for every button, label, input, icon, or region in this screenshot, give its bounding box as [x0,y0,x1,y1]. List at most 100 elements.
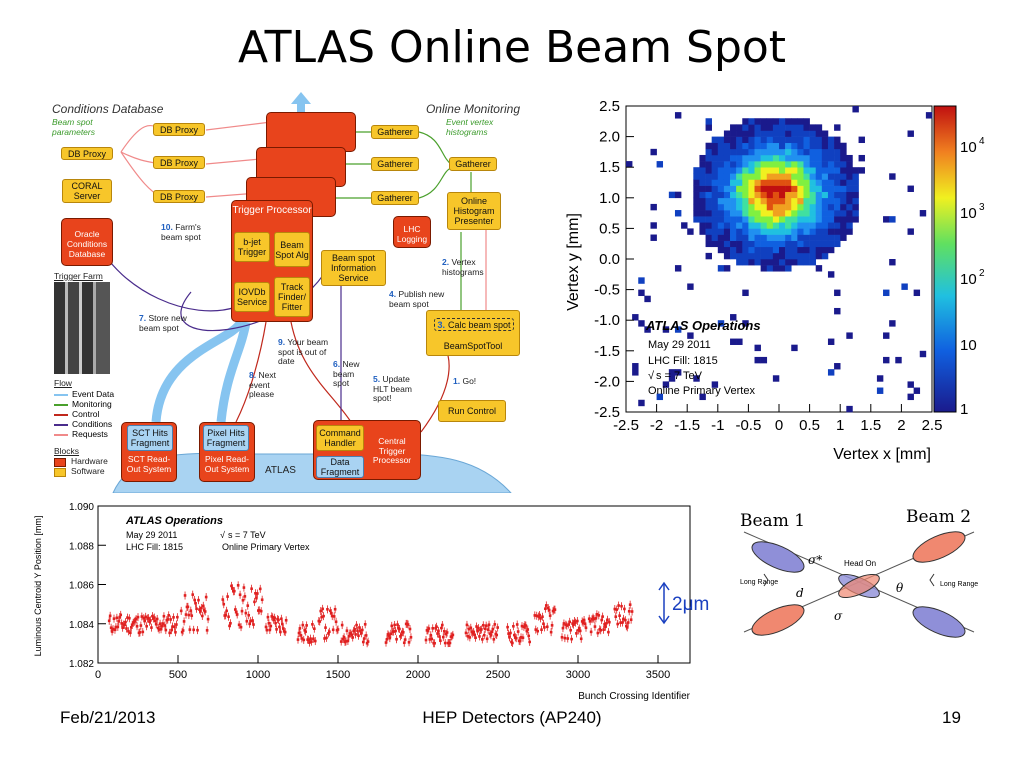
heatmap-cell [785,130,792,137]
heatmap-cell [730,314,737,321]
heatmap-cell [717,173,725,180]
lumi-point [157,628,161,631]
step-8-text: Next event please [249,370,276,399]
heatmap-cell [852,210,859,217]
lumi-point [344,640,348,643]
heatmap-cell [742,252,749,260]
lumi-point [273,616,276,620]
heatmap-cell [797,124,804,131]
heatmap-cell [858,167,865,174]
heatmap-cell [772,228,780,235]
heatmap-cell [754,142,761,150]
heatmap-cell [785,142,792,150]
heatmap-cell [711,136,719,144]
heatmap-cell [772,154,780,162]
heatmap-cell [846,173,853,180]
scale-bar: 2μm [658,581,709,625]
lumi-point [225,609,228,613]
legend-flow-label: Requests [72,429,108,439]
track-finder-label: Track Finder/ Fitter [277,282,306,312]
lumi-point [515,623,519,626]
heatmap-cell [766,130,774,137]
lumi-point [436,632,439,635]
track-finder: Track Finder/ Fitter [274,277,310,317]
heatmap-cell [742,228,749,235]
lumi-point [402,641,406,645]
heatmap-cell [803,142,810,150]
lumi-point [313,639,317,643]
lumi-point [319,609,323,613]
heatmap-cell [742,167,749,174]
lumi-point [203,610,207,613]
lumi-vertex: Online Primary Vertex [222,542,310,552]
heatmap-cell [791,197,798,205]
lumi-point [565,624,569,627]
lumi-point [200,606,203,610]
heatmap-cell [919,210,927,217]
heatmap-cell [760,265,768,272]
lumi-point [387,634,391,637]
heatmap-cell [748,210,755,217]
heatmap-cell [730,234,737,241]
colorbar-tick-label: 10 [960,205,977,222]
heatmap-cell [797,142,804,150]
heatmap-cell [797,173,804,180]
command-handler: Command Handler [316,425,364,451]
lumi-point [442,630,446,633]
heatmap-cell [754,167,761,174]
heatmap-cell [846,216,853,223]
heatmap-ops: ATLAS Operations [645,318,761,333]
step-10: 10. Farm's beam spot [161,222,201,242]
heatmap-cell [674,191,682,199]
lumi-point [129,626,133,629]
lumi-point [468,636,472,639]
lumi-point [592,617,596,621]
heatmap-cell [717,234,725,241]
lumi-point [481,623,485,627]
heatmap-cell [723,130,731,137]
lumi-point [123,623,126,627]
lumi-point [623,607,626,611]
lumi-point [539,617,542,620]
heatmap-cell [748,118,755,125]
lumi-point [150,626,153,629]
lumi-point [350,633,354,637]
lumi-point [120,622,123,625]
lumi-point [466,635,470,638]
heatmap-cell [699,179,706,186]
heatmap-cell [742,118,749,125]
heatmap-cell [705,234,712,241]
heatmap-cell [742,240,749,248]
heatmap-cell [827,246,835,254]
heatmap-cell [742,124,749,131]
heatmap-cell [742,136,749,144]
lumi-point [619,621,622,625]
step-2: 2. Vertex histograms [442,257,484,277]
heatmap-cell [748,191,755,199]
heatmap-cell [754,197,761,205]
heatmap-cell [742,161,749,168]
heatmap-cell [748,136,755,144]
heatmap-cell [815,173,823,180]
lumi-point [329,609,332,613]
heatmap-cell [668,375,676,382]
db-proxy-3-label: DB Proxy [159,191,198,202]
heatmap-cell [815,216,823,223]
heatmap-cell [809,246,817,254]
lumi-point [563,636,567,640]
lumi-point [264,625,268,629]
lumi-point [511,641,514,645]
heatmap-cell [766,161,774,168]
lumi-point [336,628,340,631]
db-proxy-1: DB Proxy [153,123,205,136]
heatmap-cell [705,148,712,156]
heatmap-cell [821,191,829,199]
heatmap-cell [852,191,859,199]
heatmap-cell [711,185,719,192]
heatmap-cell [632,363,639,370]
heatmap-cell [779,148,786,156]
heatmap-cell [754,203,761,211]
heatmap-cell [834,197,841,205]
heatmap-cell [791,185,798,192]
